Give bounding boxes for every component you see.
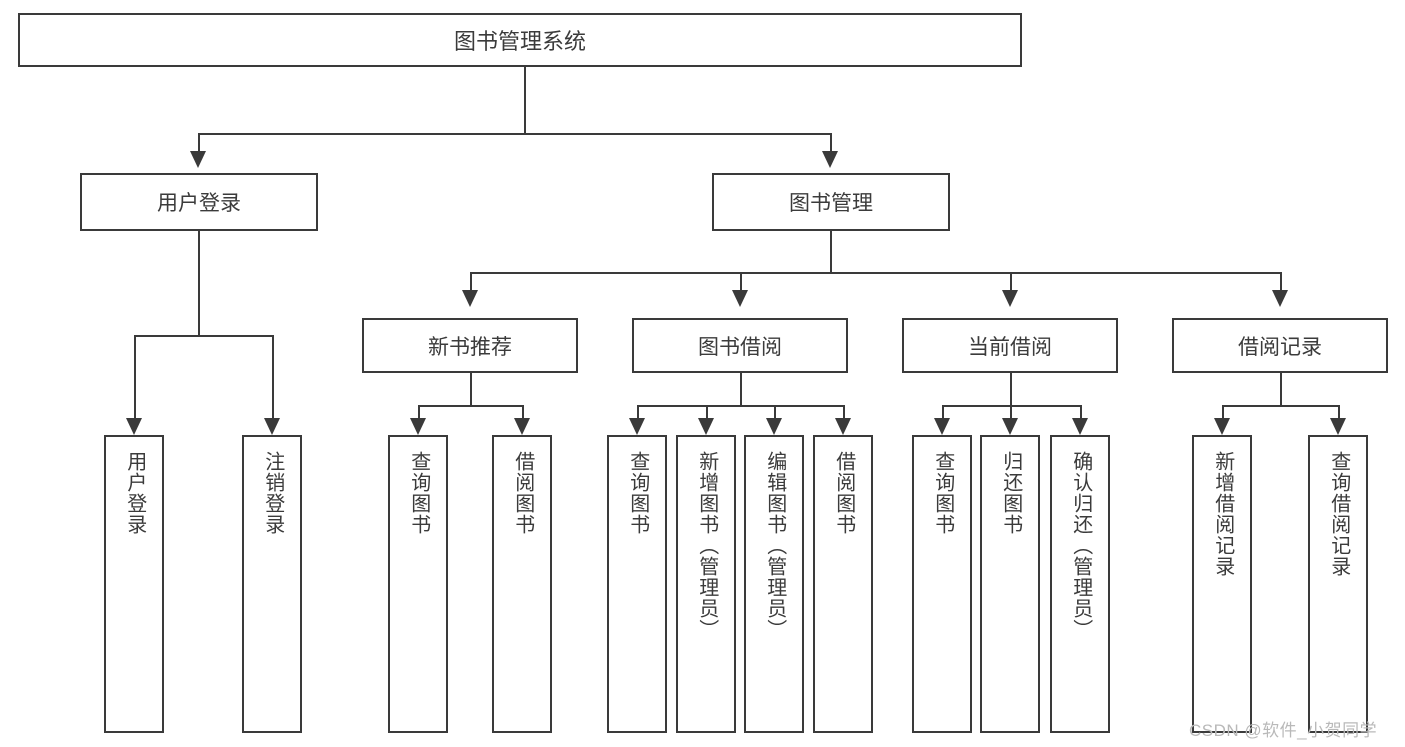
leaf-user-login[interactable]: 用户登录 (104, 435, 164, 733)
arrow-to-leaf-bb-query-book (629, 418, 645, 435)
node-label: 图书管理系统 (453, 29, 586, 54)
node-label: 借阅记录 (1238, 335, 1322, 359)
arrow-to-user-login (190, 151, 206, 168)
leaf-bb-query-book[interactable]: 查询图书 (607, 435, 667, 733)
leaf-label: 查询借阅记录 (1327, 451, 1350, 577)
connector-br-bar (1222, 405, 1338, 407)
leaf-label: 编辑图书（管理员） (763, 451, 786, 640)
leaf-label: 新增图书（管理员） (695, 451, 718, 640)
arrow-to-new-book-recommend (462, 290, 478, 307)
arrow-to-leaf-br-add-record (1214, 418, 1230, 435)
connector-root-drop-left (198, 133, 200, 151)
leaf-nbr-query-book[interactable]: 查询图书 (388, 435, 448, 733)
leaf-label: 查询图书 (407, 451, 430, 535)
connector-book-management-stem (830, 231, 832, 272)
leaf-label: 用户登录 (123, 451, 146, 535)
connector-bb-drop-4 (843, 405, 845, 418)
connector-nbr-bar (418, 405, 522, 407)
connector-root-stem (524, 67, 526, 133)
leaf-cb-return-book[interactable]: 归还图书 (980, 435, 1040, 733)
connector-bm-drop-1 (470, 272, 472, 290)
connector-cb-stem (1010, 373, 1012, 405)
leaf-label: 归还图书 (999, 451, 1022, 535)
node-label: 图书借阅 (698, 335, 782, 359)
connector-user-login-stem (198, 231, 200, 335)
arrow-to-leaf-nbr-borrow-book (514, 418, 530, 435)
arrow-to-leaf-br-query-record (1330, 418, 1346, 435)
leaf-br-query-record[interactable]: 查询借阅记录 (1308, 435, 1368, 733)
arrow-to-leaf-cb-confirm-return (1072, 418, 1088, 435)
connector-user-login-bar (134, 335, 272, 337)
arrow-to-leaf-bb-borrow-book (835, 418, 851, 435)
connector-br-stem (1280, 373, 1282, 405)
connector-cb-drop-2 (1010, 405, 1012, 418)
leaf-cb-query-book[interactable]: 查询图书 (912, 435, 972, 733)
connector-nbr-drop-2 (522, 405, 524, 418)
connector-root-bar (198, 133, 830, 135)
leaf-br-add-record[interactable]: 新增借阅记录 (1192, 435, 1252, 733)
node-book-management[interactable]: 图书管理 (712, 173, 950, 231)
arrow-to-leaf-bb-edit-book (766, 418, 782, 435)
connector-bb-drop-3 (774, 405, 776, 418)
arrow-to-leaf-nbr-query-book (410, 418, 426, 435)
leaf-cb-confirm-return[interactable]: 确认归还（管理员） (1050, 435, 1110, 733)
connector-nbr-stem (470, 373, 472, 405)
leaf-label: 借阅图书 (832, 451, 855, 535)
node-current-borrow[interactable]: 当前借阅 (902, 318, 1118, 373)
node-label: 用户登录 (157, 192, 241, 215)
connector-bm-drop-4 (1280, 272, 1282, 290)
node-new-book-recommend[interactable]: 新书推荐 (362, 318, 578, 373)
leaf-bb-edit-book[interactable]: 编辑图书（管理员） (744, 435, 804, 733)
connector-bm-drop-3 (1010, 272, 1012, 290)
node-label: 图书管理 (789, 192, 873, 215)
connector-root-drop-right (830, 133, 832, 151)
node-label: 新书推荐 (428, 335, 512, 359)
connector-bb-stem (740, 373, 742, 405)
leaf-bb-borrow-book[interactable]: 借阅图书 (813, 435, 873, 733)
leaf-label: 确认归还（管理员） (1069, 451, 1092, 640)
arrow-to-leaf-cb-query-book (934, 418, 950, 435)
connector-bb-bar (637, 405, 843, 407)
arrow-to-book-management (822, 151, 838, 168)
connector-user-login-drop-1 (134, 335, 136, 418)
leaf-label: 查询图书 (626, 451, 649, 535)
connector-user-login-drop-2 (272, 335, 274, 418)
leaf-label: 查询图书 (931, 451, 954, 535)
leaf-bb-add-book[interactable]: 新增图书（管理员） (676, 435, 736, 733)
arrow-to-leaf-cb-return-book (1002, 418, 1018, 435)
node-book-borrow[interactable]: 图书借阅 (632, 318, 848, 373)
csdn-watermark: CSDN @软件_小贺同学 (1189, 721, 1378, 740)
connector-bm-drop-2 (740, 272, 742, 290)
arrow-to-borrow-record (1272, 290, 1288, 307)
connector-br-drop-1 (1222, 405, 1224, 418)
node-label: 当前借阅 (968, 335, 1052, 359)
connector-cb-drop-3 (1080, 405, 1082, 418)
leaf-label: 注销登录 (261, 451, 284, 535)
node-borrow-record[interactable]: 借阅记录 (1172, 318, 1388, 373)
leaf-label: 新增借阅记录 (1211, 451, 1234, 577)
arrow-to-leaf-user-login (126, 418, 142, 435)
connector-book-management-bar (470, 272, 1280, 274)
connector-bb-drop-1 (637, 405, 639, 418)
arrow-to-leaf-logout (264, 418, 280, 435)
leaf-label: 借阅图书 (511, 451, 534, 535)
node-root-book-management-system[interactable]: 图书管理系统 (18, 13, 1022, 67)
node-user-login[interactable]: 用户登录 (80, 173, 318, 231)
arrow-to-book-borrow (732, 290, 748, 307)
leaf-nbr-borrow-book[interactable]: 借阅图书 (492, 435, 552, 733)
connector-nbr-drop-1 (418, 405, 420, 418)
connector-br-drop-2 (1338, 405, 1340, 418)
arrow-to-current-borrow (1002, 290, 1018, 307)
arrow-to-leaf-bb-add-book (698, 418, 714, 435)
connector-cb-drop-1 (942, 405, 944, 418)
leaf-logout[interactable]: 注销登录 (242, 435, 302, 733)
connector-bb-drop-2 (706, 405, 708, 418)
